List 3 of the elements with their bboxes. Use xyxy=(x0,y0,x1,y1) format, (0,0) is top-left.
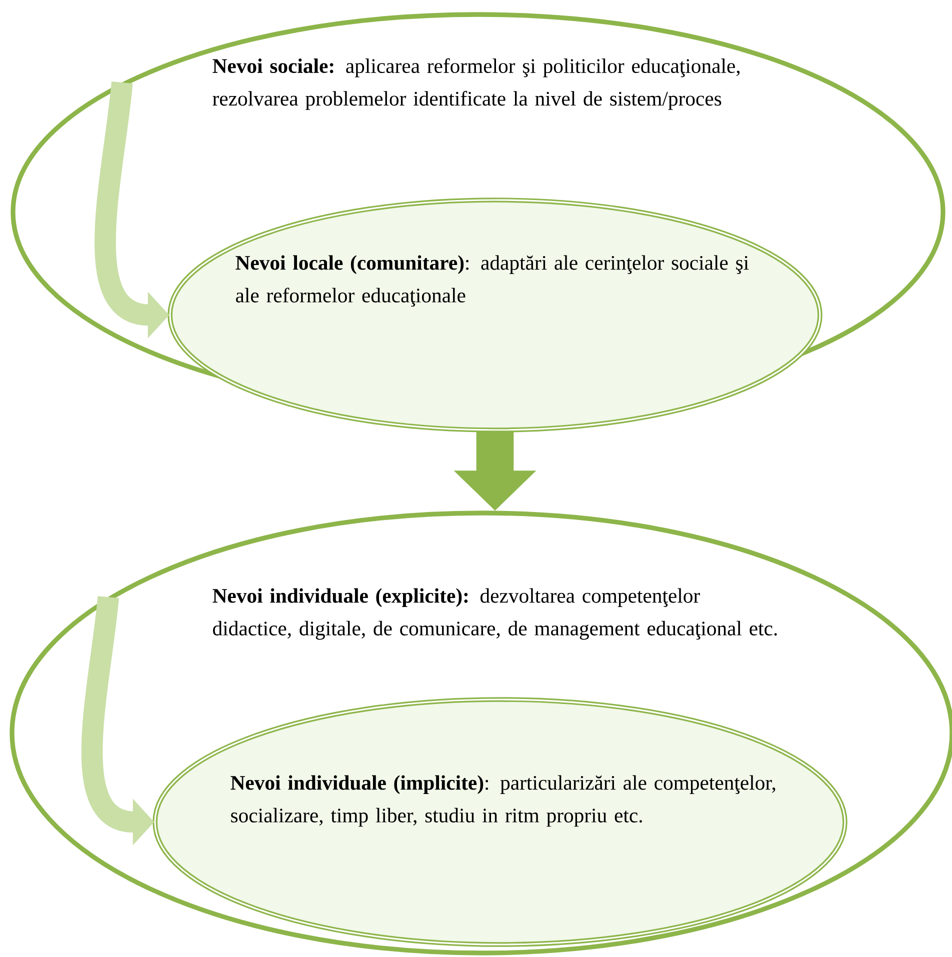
node-text: Nevoi sociale: aplicarea reformelor şi politicilor educaţionale, rezolvarea problemelor identificate la nivel de sistem/proces xyxy=(212,58,740,110)
node-text: Nevoi individuale (explicite): dezvoltarea competenţelor didactice, digitale, de comunicare, de management educaţional etc. xyxy=(212,588,777,640)
node-text: Nevoi locale (comunitare): adaptări ale cerinţelor sociale şi ale reformelor educaţionale xyxy=(236,255,749,307)
